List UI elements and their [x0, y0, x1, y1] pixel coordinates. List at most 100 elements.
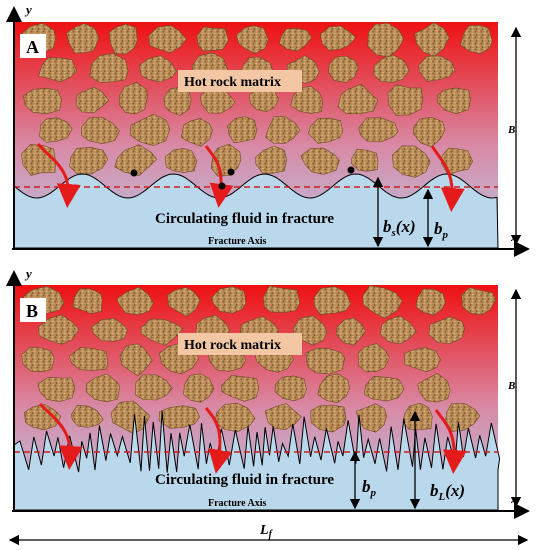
panel-a-label-box	[20, 34, 46, 58]
panel-b-flow-arrow-3	[434, 409, 467, 474]
rock-grain	[265, 116, 301, 144]
rock-grain	[262, 285, 300, 313]
rock-grain	[183, 373, 215, 403]
rock-grain	[119, 343, 153, 377]
rock-grain	[310, 404, 347, 433]
rock-grain	[417, 373, 451, 403]
panel-b-bl-label: bL(x)	[430, 481, 465, 503]
rock-grain	[37, 377, 76, 402]
panel-b-label-box	[20, 298, 46, 322]
rock-grain	[158, 405, 200, 429]
rock-grain	[38, 57, 77, 83]
panel-b-flow-arrow-1	[38, 402, 83, 470]
panel-a-rock-grains	[21, 22, 493, 178]
rock-grain	[38, 314, 80, 345]
rock-grain	[69, 147, 109, 175]
rock-grain	[367, 22, 404, 58]
rock-grain	[355, 403, 387, 433]
rock-grain	[274, 375, 307, 402]
rock-grain	[460, 24, 493, 54]
rock-grain	[461, 287, 497, 315]
rock-grain	[319, 25, 357, 51]
panel-b-x-axis-label: x	[510, 491, 518, 506]
panel-a-particle	[227, 168, 235, 176]
panel-b-height-label: B	[507, 380, 515, 392]
rock-grain	[418, 55, 456, 82]
rock-grain	[351, 148, 379, 172]
rock-grain	[387, 84, 424, 116]
rock-grain	[66, 23, 100, 54]
rock-grain	[335, 317, 366, 346]
panel-a-flow-arrow-3	[430, 145, 465, 212]
panel-b-hot-rock-label: Hot rock matrix	[184, 338, 281, 353]
rock-grain	[221, 375, 260, 402]
rock-grain	[328, 55, 359, 83]
rock-grain	[140, 318, 184, 346]
rock-grain	[39, 117, 73, 143]
rock-grain	[264, 403, 302, 430]
rock-grain	[89, 53, 129, 83]
rock-grain	[373, 54, 410, 83]
rock-grain	[214, 402, 256, 432]
rock-grain	[279, 28, 312, 52]
rock-grain	[317, 373, 350, 404]
panel-a-label: A	[26, 37, 39, 57]
panel-a-x-axis-label: x	[510, 229, 518, 244]
rock-grain	[358, 117, 399, 143]
rock-grain	[114, 144, 157, 176]
panel-a-particle	[347, 166, 355, 174]
rock-grain	[75, 86, 109, 113]
rock-grain	[313, 286, 352, 315]
panel-a-bs-label: bs(x)	[383, 217, 416, 239]
panel-b-flow-arrow-2	[204, 407, 233, 474]
rock-grain	[167, 287, 201, 317]
panel-a-particle	[130, 169, 138, 177]
panel-b-rock-grains	[21, 285, 497, 434]
panel-a-hot-rock-label: Hot rock matrix	[184, 75, 281, 90]
rock-grain	[81, 116, 120, 144]
rock-grain	[164, 148, 197, 173]
panel-b-fluid-region	[13, 411, 501, 511]
panel-a-hot-rock-label-box	[178, 70, 302, 92]
rock-grain	[227, 116, 258, 144]
panel-b-fracture-axis-label: Fracture Axis	[208, 498, 267, 509]
rock-grain	[24, 404, 62, 431]
rock-grain	[445, 403, 480, 432]
rock-grain	[139, 55, 177, 83]
panel-b-fluid-label: Circulating fluid in fracture	[155, 472, 334, 488]
rock-grain	[85, 373, 121, 403]
panel-b-bp-label: bp	[362, 477, 377, 499]
rock-grain	[428, 316, 465, 344]
panel-b-y-axis-label: y	[24, 266, 32, 281]
panel-a-bp-label: bp	[434, 219, 449, 241]
rock-grain	[412, 117, 446, 148]
panel-b-hot-rock-label-box	[178, 333, 302, 355]
rock-grain	[110, 400, 151, 434]
length-label: Lf	[259, 523, 274, 540]
rock-grain	[290, 86, 323, 114]
rock-grain	[148, 25, 187, 54]
rock-grain	[196, 26, 229, 52]
panel-a-particle	[218, 182, 226, 190]
rock-grain	[437, 87, 471, 114]
rock-grain	[362, 285, 403, 319]
panel-a-fracture-axis-label: Fracture Axis	[208, 236, 267, 247]
rock-grain	[300, 147, 340, 175]
rock-grain	[210, 286, 247, 314]
panel-b: B Hot rock matrix Circulating fluid in f…	[6, 266, 530, 519]
rock-grain	[379, 315, 417, 345]
rock-grain	[414, 22, 450, 57]
rock-grain	[71, 404, 104, 428]
rock-grain	[130, 113, 171, 146]
rock-grain	[72, 288, 103, 314]
rock-grain	[108, 23, 138, 55]
panel-b-label: B	[26, 301, 38, 321]
rock-grain	[403, 347, 441, 373]
rock-grain	[363, 376, 405, 402]
panel-a-height-label: B	[507, 124, 515, 136]
rock-grain	[135, 374, 173, 401]
rock-grain	[305, 347, 345, 375]
panel-a: A Hot rock matrix Circulating fluid in f…	[6, 2, 530, 257]
rock-grain	[308, 117, 344, 144]
